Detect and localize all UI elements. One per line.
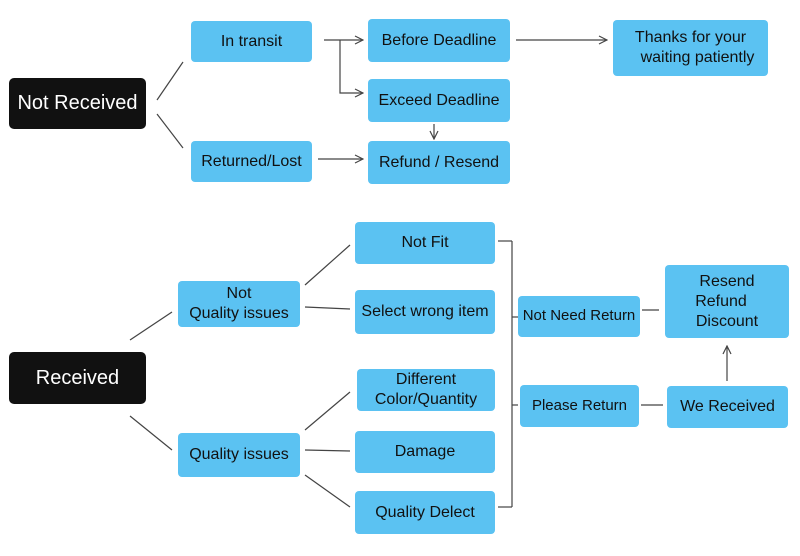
different-color-quantity-box: Different Color/Quantity [357, 369, 495, 411]
not-need-return-box: Not Need Return [518, 296, 640, 337]
before-deadline-box: Before Deadline [368, 19, 510, 62]
returned-lost-box: Returned/Lost [191, 141, 312, 182]
not-received-root: Not Received [9, 78, 146, 129]
resend-line: Resend [699, 272, 755, 290]
refund-resend-box: Refund / Resend [368, 141, 510, 184]
quality-issues-box: Quality issues [178, 433, 300, 477]
different-line-2: Color/Quantity [374, 391, 478, 408]
thanks-line-2: waiting patiently [640, 49, 755, 66]
not-quality-issues-box: Not Quality issues [178, 281, 300, 327]
damage-box: Damage [355, 431, 495, 473]
refund-line: Refund [695, 292, 747, 310]
exceed-deadline-box: Exceed Deadline [368, 79, 510, 122]
discount-line: Discount [695, 312, 759, 330]
resend-refund-discount-box: Resend Refund Discount [665, 265, 789, 338]
not-fit-box: Not Fit [355, 222, 495, 264]
received-root: Received [9, 352, 146, 404]
thanks-box: Thanks for your waiting patiently [613, 20, 768, 76]
not-quality-line-1: Not [226, 285, 252, 302]
thanks-line-1: Thanks for your [634, 29, 747, 46]
not-quality-line-2: Quality issues [189, 305, 289, 322]
we-received-box: We Received [667, 386, 788, 428]
in-transit-box: In transit [191, 21, 312, 62]
quality-defect-box: Quality Delect [355, 491, 495, 534]
different-line-1: Different [395, 371, 457, 388]
select-wrong-item-box: Select wrong item [355, 290, 495, 334]
please-return-box: Please Return [520, 385, 639, 427]
